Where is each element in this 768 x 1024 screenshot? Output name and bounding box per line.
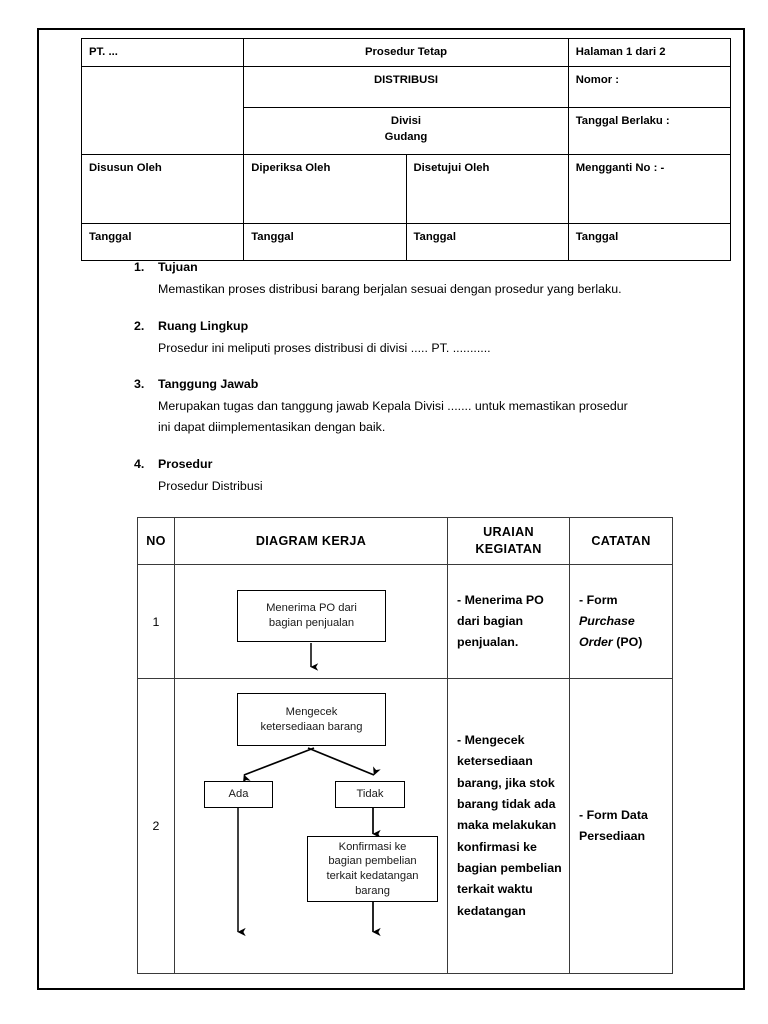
uraian-line-1: URAIAN	[483, 525, 534, 539]
header-row-dates: Tanggal Tanggal Tanggal Tanggal	[80, 223, 732, 261]
section-ruang-lingkup: 2. Ruang Lingkup Prosedur ini meliputi p…	[134, 317, 734, 359]
header-cell-disusun-oleh: Disusun Oleh	[80, 154, 245, 224]
header-cell-nomor: Nomor :	[567, 66, 732, 108]
header-cell-disetujui-oleh: Disetujui Oleh	[405, 154, 569, 224]
table-row: 1 Menerima P	[137, 564, 673, 679]
procedure-table: NO DIAGRAM KERJA URAIAN KEGIATAN CATATAN…	[137, 517, 673, 974]
catatan-row-2: - Form Data Persediaan	[569, 678, 673, 974]
flowchart-canvas-1: Menerima PO dari bagian penjualan	[175, 565, 447, 678]
header-cell-company: PT. ...	[80, 38, 245, 67]
uraian-kegiatan-row-1: - Menerima PO dari bagian penjualan.	[447, 564, 570, 679]
flow-box-line-1: Menerima PO dari	[266, 602, 357, 615]
section-number: 2.	[134, 318, 145, 333]
section-title: Prosedur	[158, 456, 213, 471]
flow-arrows-1	[310, 643, 319, 671]
section-heading: 4. Prosedur	[134, 455, 734, 475]
section-body: Prosedur ini meliputi proses distribusi …	[158, 339, 734, 359]
numbered-sections: 1. Tujuan Memastikan proses distribusi b…	[134, 258, 734, 514]
section-body: Memastikan proses distribusi barang berj…	[158, 280, 734, 300]
section-number: 1.	[134, 260, 145, 274]
flow-diagram-row-1: Menerima PO dari bagian penjualan	[174, 564, 448, 679]
header-row-title2: DISTRIBUSI Nomor :	[80, 66, 732, 155]
flow-box-konfirmasi-pembelian: Konfirmasi ke bagian pembelian terkait k…	[307, 836, 438, 902]
section-tanggung-jawab: 3. Tanggung Jawab Merupakan tugas dan ta…	[134, 375, 734, 438]
flow-box-tidak: Tidak	[335, 781, 405, 808]
flow-box-line-1: Mengecek	[285, 705, 338, 718]
section-title: Tujuan	[158, 260, 198, 274]
header-cell-divisi: Divisi Gudang	[243, 107, 569, 155]
header-cell-tanggal-berlaku: Tanggal Berlaku :	[567, 107, 732, 155]
section-tujuan: 1. Tujuan Memastikan proses distribusi b…	[134, 258, 734, 300]
section-body: Merupakan tugas dan tanggung jawab Kepal…	[158, 397, 734, 438]
section-heading: 2. Ruang Lingkup	[134, 317, 734, 337]
header-cell-diperiksa-oleh: Diperiksa Oleh	[243, 154, 407, 224]
header-cell-mengganti-no: Mengganti No : -	[567, 154, 732, 224]
flow-box-line-3: terkait kedatangan	[326, 870, 419, 882]
flow-box-ada: Ada	[204, 781, 273, 808]
catatan-prefix: - Form	[579, 592, 618, 607]
flow-box-line-2: bagian pembelian	[328, 855, 417, 868]
table-row: 2	[137, 678, 673, 974]
header-cell-tanggal-3: Tanggal	[405, 223, 569, 261]
divisi-line-1: Divisi	[390, 115, 422, 127]
section-line: Prosedur ini meliputi proses distribusi …	[158, 340, 491, 355]
header-cell-doctype: Prosedur Tetap	[243, 38, 569, 67]
uraian-line-2: KEGIATAN	[475, 542, 542, 556]
flow-box-line-1: Konfirmasi ke	[338, 840, 407, 853]
header-cell-tanggal-2: Tanggal	[243, 223, 407, 261]
flow-box-line-2: bagian penjualan	[268, 617, 355, 629]
section-prosedur: 4. Prosedur Prosedur Distribusi	[134, 455, 734, 497]
flow-arrows-2	[237, 747, 381, 937]
row-number: 1	[137, 564, 175, 679]
section-line: Prosedur Distribusi	[158, 478, 263, 493]
header-cell-tanggal-1: Tanggal	[80, 223, 245, 261]
section-number: 4.	[134, 456, 145, 471]
uraian-kegiatan-row-2: - Mengecek ketersediaan barang, jika sto…	[447, 678, 570, 974]
catatan-suffix: (PO)	[612, 635, 643, 650]
section-body: Prosedur Distribusi	[158, 477, 734, 497]
column-header-catatan: CATATAN	[569, 517, 673, 565]
flow-box-menerima-po: Menerima PO dari bagian penjualan	[237, 590, 386, 642]
header-cell-company-blank	[80, 66, 245, 155]
section-title: Ruang Lingkup	[158, 318, 249, 333]
page-frame: PT. ... Prosedur Tetap Halaman 1 dari 2 …	[37, 28, 745, 990]
flow-box-label: Tidak	[356, 788, 384, 801]
flow-box-mengecek-ketersediaan: Mengecek ketersediaan barang	[237, 693, 386, 746]
column-header-no: NO	[137, 517, 175, 565]
header-row-approvals: Disusun Oleh Diperiksa Oleh Disetujui Ol…	[80, 154, 732, 224]
header-row-title: PT. ... Prosedur Tetap Halaman 1 dari 2	[80, 38, 732, 67]
flow-diagram-row-2: Mengecek ketersediaan barang Ada Tidak	[174, 678, 448, 974]
header-cell-page-info: Halaman 1 dari 2	[567, 38, 732, 67]
catatan-italic: Purchase Order	[579, 613, 635, 650]
section-heading: 3. Tanggung Jawab	[134, 375, 734, 395]
divisi-line-2: Gudang	[384, 131, 428, 144]
document-header-table: PT. ... Prosedur Tetap Halaman 1 dari 2 …	[80, 38, 732, 261]
section-number: 3.	[134, 377, 145, 392]
header-cell-distribusi: DISTRIBUSI	[243, 66, 569, 108]
procedure-table-header-row: NO DIAGRAM KERJA URAIAN KEGIATAN CATATAN	[137, 517, 673, 565]
catatan-row-1: - Form Purchase Order (PO)	[569, 564, 673, 679]
column-header-uraian-kegiatan: URAIAN KEGIATAN	[447, 517, 570, 565]
header-cell-tanggal-4: Tanggal	[567, 223, 732, 261]
section-line: Memastikan proses distribusi barang berj…	[158, 281, 622, 296]
flow-box-line-4: barang	[355, 884, 390, 897]
flow-box-line-2: ketersediaan barang	[260, 720, 363, 733]
flowchart-canvas-2: Mengecek ketersediaan barang Ada Tidak	[175, 679, 447, 973]
section-line: ini dapat diimplementasikan dengan baik.	[158, 420, 386, 435]
column-header-diagram-kerja: DIAGRAM KERJA	[174, 517, 448, 565]
flow-box-label: Ada	[228, 788, 249, 801]
row-number: 2	[137, 678, 175, 974]
section-heading: 1. Tujuan	[134, 258, 734, 278]
section-line: Merupakan tugas dan tanggung jawab Kepal…	[158, 399, 628, 414]
header-row-divisi: Divisi Gudang Tanggal Berlaku :	[82, 107, 732, 155]
section-title: Tanggung Jawab	[158, 377, 259, 392]
